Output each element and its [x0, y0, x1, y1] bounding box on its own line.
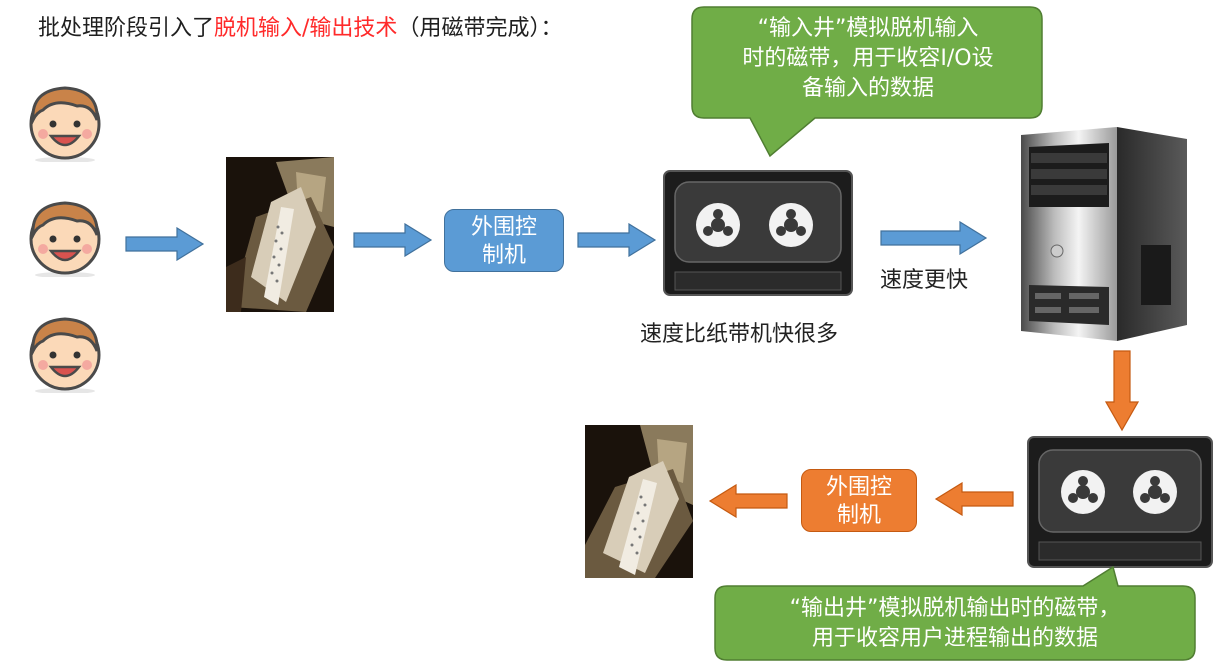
arrow-down-icon [1105, 350, 1139, 432]
callout-top-line3: 备输入的数据 [801, 76, 934, 101]
page-title: 批处理阶段引入了脱机输入/输出技术（用磁带完成）： [38, 10, 562, 42]
peripheral-controller-bottom: 外围控 制机 [801, 469, 917, 532]
peripheral-bottom-line2: 制机 [836, 503, 881, 528]
title-suffix: （用磁带完成）： [397, 16, 563, 41]
title-highlight: 脱机输入/输出技术 [214, 16, 398, 41]
callout-bottom-line1: “输出井”模拟脱机输出时的磁带， [789, 596, 1121, 621]
tape-punch-image [585, 425, 693, 578]
arrow-left-icon [708, 484, 788, 518]
tape-drive-icon [1027, 436, 1213, 568]
callout-top-shape [691, 6, 1043, 158]
callout-top: “输入井”模拟脱机输入 时的磁带，用于收容I/O设 备输入的数据 [692, 14, 1044, 104]
callout-bottom: “输出井”模拟脱机输出时的磁带， 用于收容用户进程输出的数据 [715, 594, 1195, 654]
faster-label: 速度更快 [880, 268, 969, 293]
tape-drive-icon [663, 170, 853, 296]
title-prefix: 批处理阶段引入了 [38, 16, 215, 41]
peripheral-controller-top: 外围控 制机 [444, 209, 564, 272]
peripheral-top-line1: 外围控 [470, 215, 537, 240]
arrow-left-icon [934, 482, 1014, 516]
arrow-right-icon [880, 221, 988, 255]
computer-tower-icon [1021, 127, 1187, 341]
callout-top-line2: 时的磁带，用于收容I/O设 [742, 46, 994, 71]
arrow-right-icon [125, 227, 205, 261]
peripheral-top-line2: 制机 [481, 243, 526, 268]
callout-top-line1: “输入井”模拟脱机输入 [757, 16, 979, 41]
callout-bottom-line2: 用于收容用户进程输出的数据 [811, 626, 1098, 651]
arrow-right-icon [353, 223, 433, 257]
arrow-right-icon [577, 223, 657, 257]
callout-bottom-shape [714, 566, 1196, 661]
tape-speed-label: 速度比纸带机快很多 [640, 322, 839, 347]
user-face-icon [29, 201, 101, 277]
user-face-icon [29, 317, 101, 393]
tape-reader-image [226, 157, 334, 312]
peripheral-bottom-line1: 外围控 [825, 475, 892, 500]
user-face-icon [29, 86, 101, 162]
